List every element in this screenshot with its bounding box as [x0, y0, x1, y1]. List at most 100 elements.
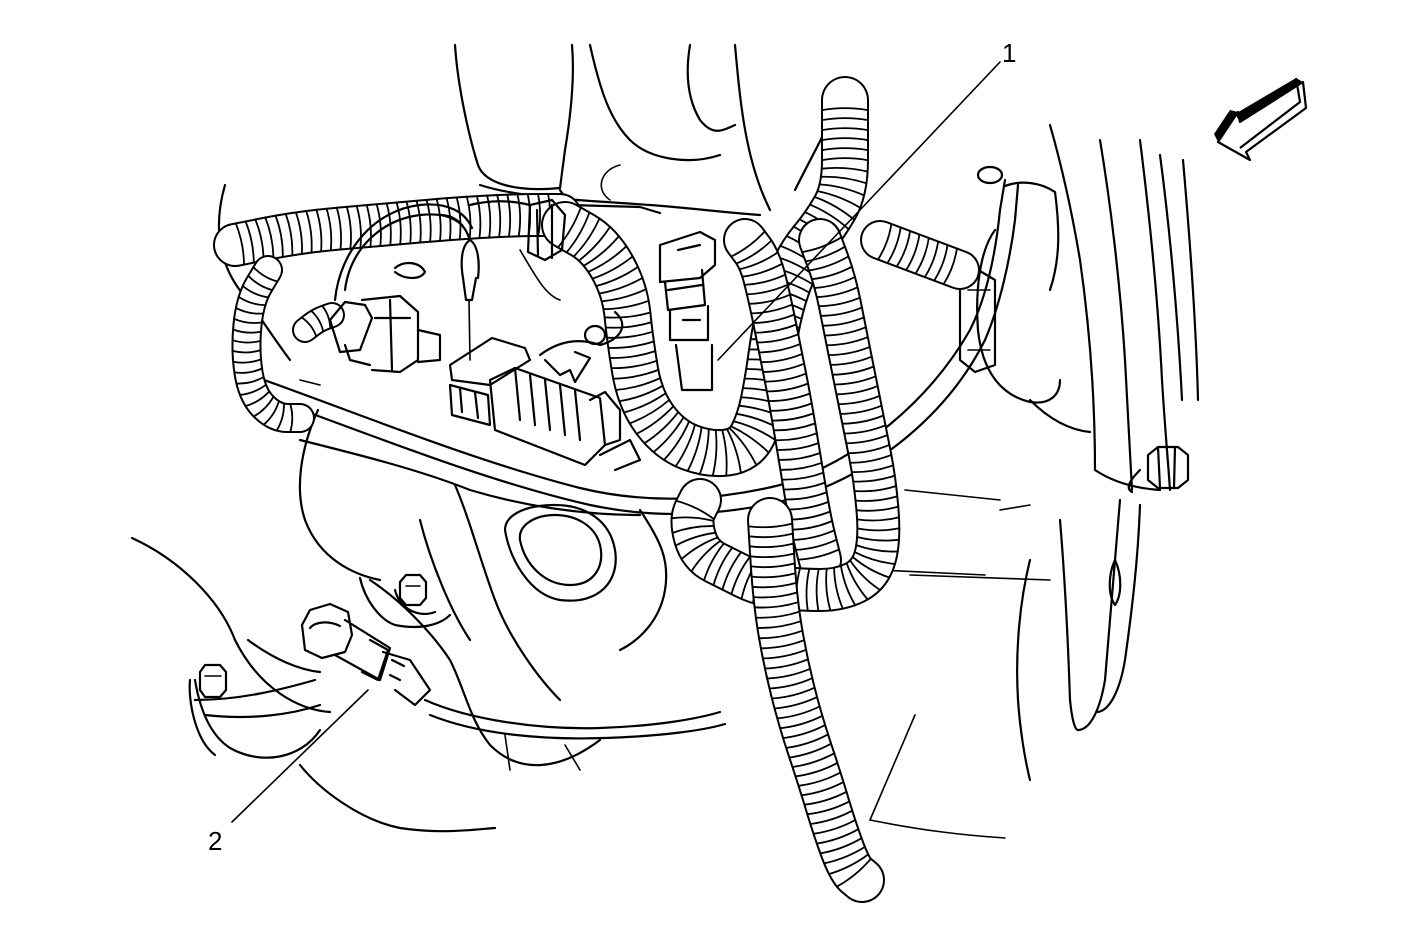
conduit-rib — [845, 434, 889, 445]
conduit-rib — [816, 190, 862, 209]
conduit-rib — [768, 677, 814, 690]
conduit-rib — [853, 485, 898, 493]
conduit-rib — [618, 384, 664, 403]
conduit-rib — [797, 771, 842, 787]
conduit-rib — [856, 516, 900, 522]
conduit-rib — [766, 667, 811, 680]
housing-bolt — [1127, 445, 1190, 494]
conduit-rib — [886, 226, 902, 264]
conduit-rib — [690, 540, 722, 573]
view-direction-arrow-icon — [1214, 77, 1308, 162]
conduit-rib — [794, 762, 839, 778]
conduit-rib — [821, 137, 869, 141]
sensor-probe-wire — [333, 203, 480, 361]
sensor-fitting-1 — [658, 230, 717, 392]
conduit-rib — [831, 365, 875, 376]
conduit-rib — [772, 422, 817, 432]
conduit-rib — [231, 349, 262, 354]
conduit-rib — [821, 316, 865, 327]
conduit-rib — [746, 283, 789, 296]
oxygen-sensor-lead-wire — [423, 698, 727, 740]
conduit-rib — [805, 567, 811, 612]
conduit-rib — [721, 429, 728, 477]
conduit-rib — [905, 233, 921, 271]
conduit-rib — [855, 505, 900, 512]
conduit-rib — [923, 240, 940, 278]
conduit-rib — [321, 304, 332, 330]
conduit-rib — [828, 853, 870, 875]
conduit-rib — [837, 395, 881, 405]
conduit-rib — [395, 201, 402, 246]
conduit-rib — [825, 336, 869, 347]
conduit-rib — [811, 265, 853, 281]
hose-clamp-fitting — [468, 198, 567, 262]
conduit-rib — [813, 196, 856, 221]
conduit-rib — [671, 525, 715, 534]
conduit-rib — [792, 529, 836, 541]
conduit-rib — [777, 452, 821, 461]
conduit-rib — [241, 285, 270, 299]
conduit-rib — [335, 206, 342, 251]
conduit-rib — [820, 175, 868, 185]
conduit-rib — [591, 255, 634, 280]
conduit-rib — [823, 846, 866, 865]
conduit-rib — [247, 274, 274, 291]
conduit-rib — [305, 210, 313, 254]
conduit-rib — [537, 193, 541, 237]
conduit-rib — [761, 648, 807, 660]
conduit-rib — [289, 403, 294, 433]
conduit-rib — [843, 424, 887, 435]
conduit-rib — [835, 857, 872, 888]
conduit-rib — [728, 427, 758, 467]
harness-right-branch-a — [723, 218, 842, 582]
conduit-rib — [765, 382, 809, 393]
conduit-rib — [750, 562, 796, 569]
conduit-rib — [797, 548, 840, 561]
conduit-rib — [425, 199, 432, 243]
conduit-rib — [465, 195, 472, 240]
conduit-rib — [572, 217, 601, 258]
conduit-rib — [755, 610, 801, 619]
conduit-rib — [607, 340, 655, 349]
conduit-rib — [942, 247, 958, 285]
conduit-rib — [758, 629, 804, 640]
conduit-rib — [730, 230, 766, 258]
conduit-rib — [749, 552, 795, 559]
conduit-rib — [355, 205, 362, 249]
conduit-rib — [415, 199, 422, 244]
conduit-rib — [506, 193, 512, 238]
conduit-rib — [284, 213, 294, 257]
conduit-rib — [315, 208, 323, 253]
conduit-rib — [721, 551, 743, 591]
conduit-rib — [610, 359, 658, 370]
conduit-rib — [750, 572, 797, 579]
conduit-rib — [748, 293, 791, 305]
conduit-rib — [833, 375, 877, 386]
conduit-rib — [821, 147, 869, 151]
conduit-rib — [602, 299, 650, 311]
intake-manifold-outline — [368, 483, 668, 771]
conduit-rib — [808, 255, 850, 272]
conduit-rib — [827, 346, 871, 356]
conduit-rib — [476, 195, 482, 239]
conduit-rib — [839, 404, 883, 415]
callout-1-label: 1 — [1002, 38, 1016, 68]
conduit-rib — [933, 244, 949, 282]
conduit-rib — [750, 303, 794, 315]
conduit-rib — [760, 353, 804, 364]
conduit-rib — [670, 516, 715, 522]
conduit-rib — [914, 237, 930, 275]
transmission-housing — [869, 123, 1200, 839]
conduit-rib — [375, 203, 382, 247]
conduit-rib — [565, 211, 591, 254]
conduit-rib — [817, 296, 861, 308]
conduit-rib — [711, 429, 718, 477]
conduit-rib — [274, 214, 284, 258]
conduit-rib — [752, 313, 796, 324]
conduit-rib — [405, 200, 412, 245]
conduit-rib — [600, 288, 647, 303]
conduit-rib — [455, 196, 462, 241]
conduit-rib — [235, 376, 265, 385]
conduit-rib — [769, 402, 813, 412]
conduit-rib — [821, 107, 869, 111]
